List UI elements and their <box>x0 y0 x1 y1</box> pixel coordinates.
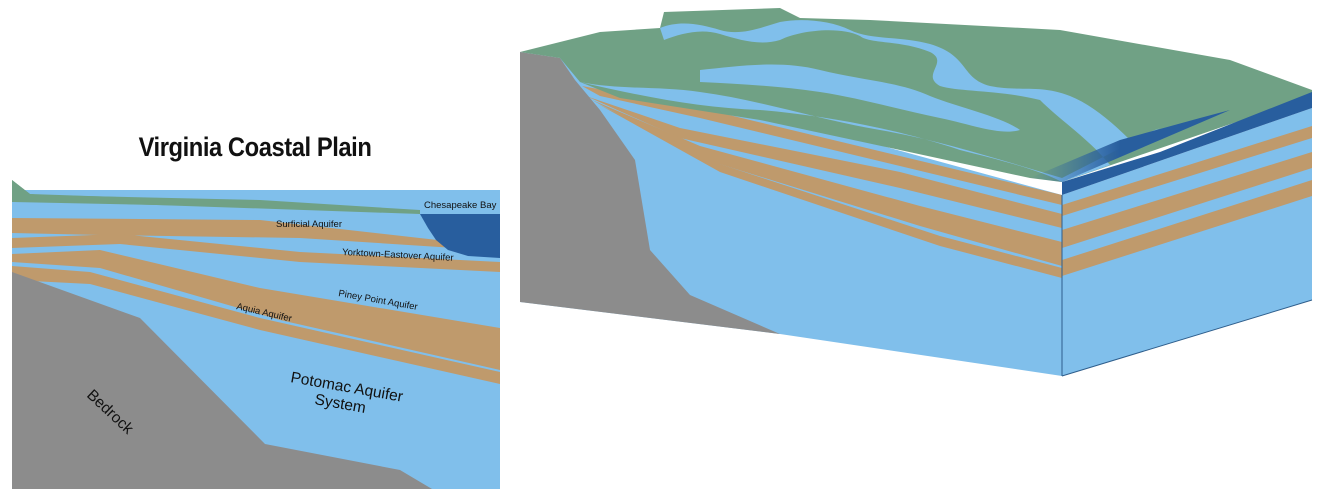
block-front-layer-3 <box>592 100 1062 266</box>
cross-section-diagram: Chesapeake Bay Surficial Aquifer Yorktow… <box>12 180 500 489</box>
bedrock <box>12 272 432 489</box>
label-surficial-aquifer: Surficial Aquifer <box>276 219 342 230</box>
block-side-layer-3 <box>1062 180 1312 276</box>
block-bay-top <box>1062 92 1312 195</box>
figure-title: Virginia Coastal Plain <box>138 132 372 162</box>
block-bedrock <box>520 52 780 334</box>
block-river <box>580 20 1160 182</box>
block-front-layer-2 <box>586 96 1062 228</box>
label-chesapeake-bay: Chesapeake Bay <box>424 200 497 211</box>
chesapeake-bay <box>420 214 500 258</box>
block-edge-lines <box>1061 195 1313 377</box>
block-side-layer-1 <box>1062 126 1312 216</box>
block-river-channel <box>700 64 1020 132</box>
confining-unit-1-lower <box>12 234 500 272</box>
confining-unit-1 <box>12 218 455 248</box>
confining-unit-3 <box>12 266 500 384</box>
block-side-layer-2 <box>1062 152 1312 248</box>
block-bay-fade <box>1030 110 1230 182</box>
block-front-layer-1 <box>582 86 1062 205</box>
land-surface-top <box>12 180 420 214</box>
block-front-layer-4 <box>598 104 1062 278</box>
confining-unit-2 <box>12 250 500 370</box>
